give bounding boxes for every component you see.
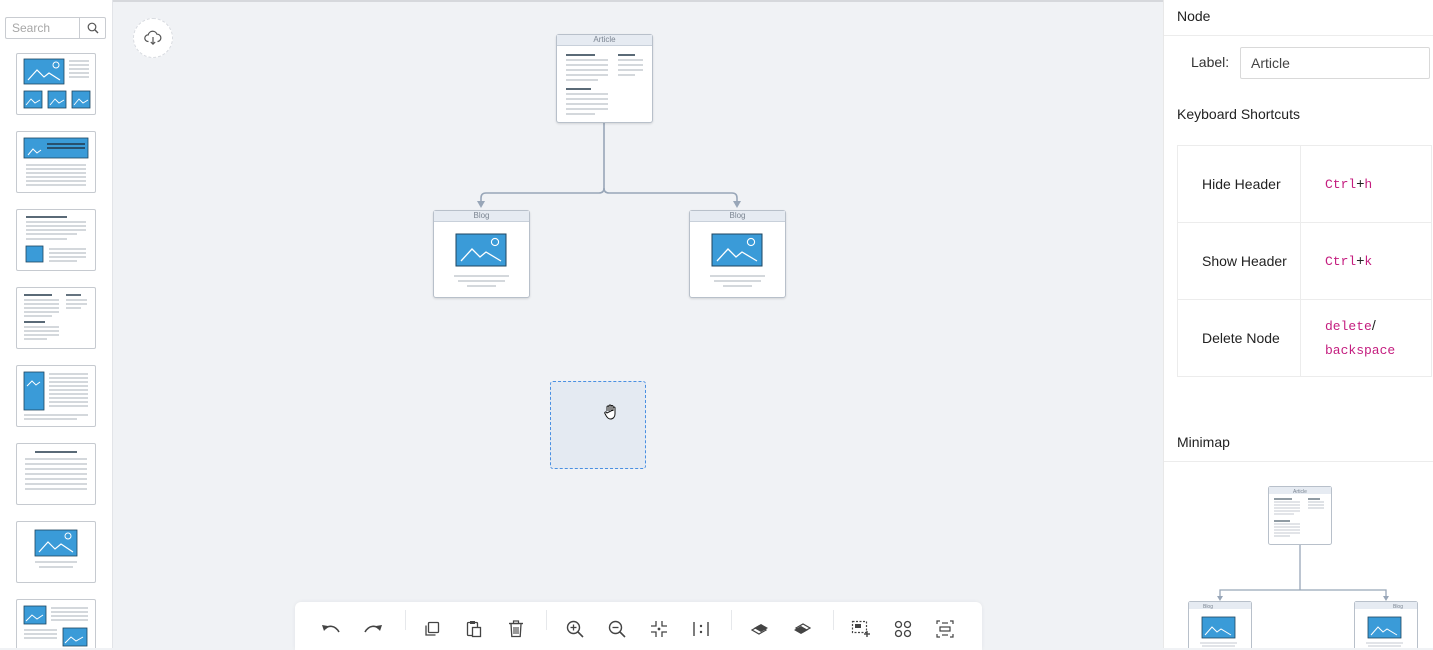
template-two-column-text[interactable] <box>16 287 96 349</box>
template-mixed-images[interactable] <box>16 599 96 648</box>
search-button[interactable] <box>79 17 106 39</box>
edges <box>477 123 741 208</box>
drag-placeholder[interactable] <box>550 381 646 469</box>
actual-size-button[interactable] <box>690 618 712 640</box>
paste-button[interactable] <box>463 618 485 640</box>
search-icon <box>87 22 98 34</box>
multi-select-button[interactable] <box>850 618 872 640</box>
node-article[interactable]: Article <box>556 34 653 123</box>
template-search <box>5 17 106 39</box>
node-header: Article <box>557 35 652 46</box>
shortcut-keys: Ctrl+h <box>1300 145 1432 223</box>
template-sidebar <box>0 0 113 648</box>
add-group-icon <box>894 620 912 638</box>
template-text-only[interactable] <box>16 443 96 505</box>
blog-content <box>454 233 509 287</box>
label-input[interactable] <box>1240 47 1430 79</box>
minimap-node-label: Blog <box>1393 604 1403 610</box>
delete-icon <box>509 620 523 638</box>
actual-size-icon <box>693 622 709 636</box>
delete-button[interactable] <box>505 618 527 640</box>
bring-front-button[interactable] <box>749 618 771 640</box>
zoom-in-icon <box>566 620 584 638</box>
shortcut-action: Hide Header <box>1177 145 1301 223</box>
shortcut-row: Hide Header Ctrl+h <box>1177 145 1432 223</box>
template-text-image[interactable] <box>16 209 96 271</box>
shortcut-keys: delete/backspace <box>1300 299 1432 377</box>
shortcuts-title: Keyboard Shortcuts <box>1177 106 1300 122</box>
flow-canvas[interactable]: Article Blog Blog <box>113 2 1162 650</box>
minimap-graph: Article Blog Blog <box>1188 486 1418 648</box>
paste-icon <box>466 621 482 638</box>
bring-front-icon <box>751 624 768 635</box>
label-caption: Label: <box>1191 54 1230 70</box>
zoom-out-icon <box>608 620 626 638</box>
article-content <box>566 54 643 115</box>
shortcut-action: Delete Node <box>1177 299 1301 377</box>
layout-icon <box>936 620 954 638</box>
minimap-node-label: Blog <box>1203 604 1213 610</box>
send-back-button[interactable] <box>791 618 813 640</box>
cloud-save-button[interactable] <box>133 18 173 58</box>
grab-cursor-icon <box>604 404 616 420</box>
bottom-toolbar <box>295 602 982 650</box>
node-header: Blog <box>434 211 529 222</box>
top-shadow <box>113 0 1433 2</box>
minimap-node-label: Article <box>1293 489 1307 495</box>
template-hero-text[interactable] <box>16 131 96 193</box>
shortcut-action: Show Header <box>1177 222 1301 300</box>
blog-content <box>710 233 765 287</box>
layout-button[interactable] <box>934 618 956 640</box>
node-panel-title: Node <box>1177 8 1211 24</box>
send-back-icon <box>794 623 811 634</box>
template-sidebar-image-text[interactable] <box>16 365 96 427</box>
cloud-download-icon <box>144 30 162 46</box>
undo-button[interactable] <box>320 618 342 640</box>
redo-button[interactable] <box>362 618 384 640</box>
node-blog-left[interactable]: Blog <box>433 210 530 298</box>
copy-button[interactable] <box>421 618 443 640</box>
search-input[interactable] <box>5 17 79 39</box>
shortcut-row: Show Header Ctrl+k <box>1177 222 1432 300</box>
minimap[interactable]: Article Blog Blog <box>1164 462 1433 648</box>
fit-view-icon <box>651 621 667 637</box>
undo-icon <box>322 625 340 633</box>
shortcuts-table: Hide Header Ctrl+h Show Header Ctrl+k De… <box>1177 145 1432 377</box>
shortcut-row: Delete Node delete/backspace <box>1177 299 1432 377</box>
zoom-out-button[interactable] <box>606 618 628 640</box>
zoom-in-button[interactable] <box>564 618 586 640</box>
node-blog-right[interactable]: Blog <box>689 210 786 298</box>
template-single-image[interactable] <box>16 521 96 583</box>
node-header: Blog <box>690 211 785 222</box>
detail-panel: Node Label: Keyboard Shortcuts Hide Head… <box>1163 0 1433 648</box>
redo-icon <box>364 625 382 633</box>
copy-icon <box>425 621 440 636</box>
template-gallery-grid[interactable] <box>16 53 96 115</box>
fit-view-button[interactable] <box>648 618 670 640</box>
shortcut-keys: Ctrl+k <box>1300 222 1432 300</box>
add-group-button[interactable] <box>892 618 914 640</box>
minimap-title: Minimap <box>1177 434 1230 450</box>
multi-select-icon <box>851 620 870 637</box>
